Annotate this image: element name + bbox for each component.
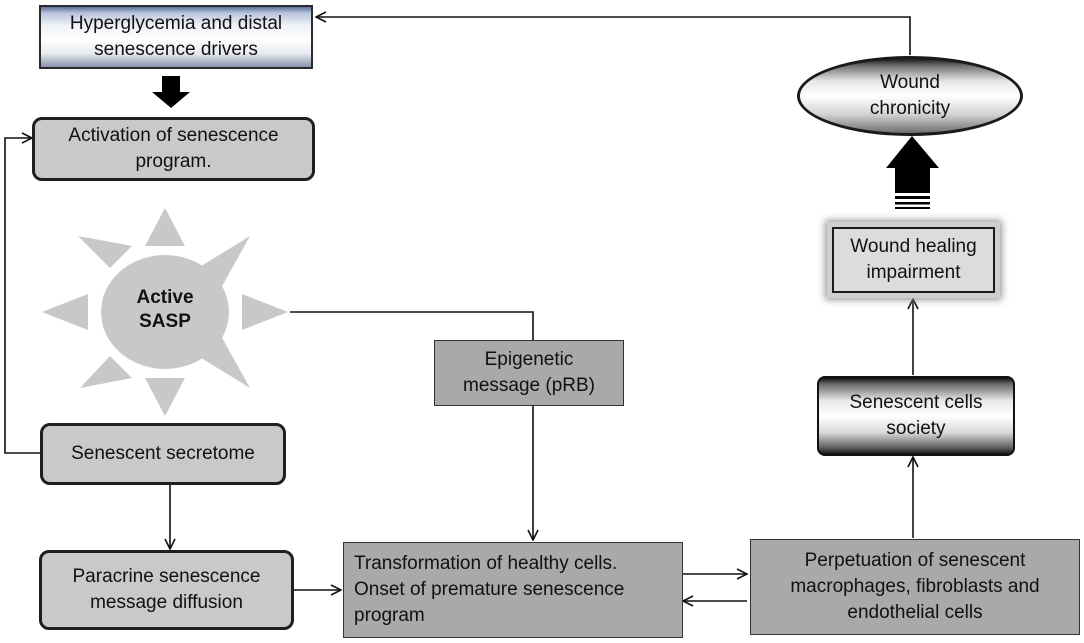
node-active-sasp: Active SASP [110,286,220,334]
node-transformation-line2: Onset of premature senescence [354,579,625,600]
node-epigenetic-line2: message (pRB) [463,375,595,396]
node-activation-line2: program. [135,151,212,172]
node-activation: Activation of senescence program. [32,117,315,181]
node-senescent-secretome: Senescent secretome [40,423,286,485]
node-perpetuation-line2: macrophages, fibroblasts and [790,576,1040,597]
edge-chronicity-to-hyperglycemia [316,17,911,55]
node-active-sasp-line2: SASP [139,311,191,332]
edge-sasp-to-epigenetic [290,311,534,340]
node-chronicity-line1: Wound [880,72,940,93]
node-epigenetic-line1: Epigenetic [484,349,574,370]
node-paracrine: Paracrine senescence message diffusion [39,550,294,630]
node-society-line2: society [886,418,946,439]
thick-arrow-down [152,76,190,108]
edge-secretome-to-activation [4,138,40,454]
node-transformation: Transformation of healthy cells. Onset o… [343,542,683,638]
node-wound-healing-impairment: Wound healing impairment [832,227,995,293]
node-hyperglycemia-line1: Hyperglycemia and distal [69,13,283,34]
node-hyperglycemia: Hyperglycemia and distal senescence driv… [39,5,313,69]
node-perpetuation: Perpetuation of senescent macrophages, f… [750,539,1080,635]
sun-core [101,255,229,369]
node-active-sasp-line1: Active [136,287,194,308]
node-wound-chronicity: Wound chronicity [797,56,1023,136]
node-chronicity-line2: chronicity [869,98,951,119]
node-transformation-line1: Transformation of healthy cells. [354,553,618,574]
node-senescent-secretome-line1: Senescent secretome [71,443,255,464]
node-society-line1: Senescent cells [849,392,983,413]
node-impairment-line1: Wound healing [850,236,977,257]
node-perpetuation-line1: Perpetuation of senescent [804,550,1026,571]
node-epigenetic: Epigenetic message (pRB) [434,340,624,406]
node-hyperglycemia-line2: senescence drivers [94,39,258,60]
node-paracrine-line2: message diffusion [90,592,243,613]
node-impairment-line2: impairment [866,262,961,283]
node-senescent-cells-society: Senescent cells society [817,376,1015,456]
thick-arrow-up [886,136,939,209]
node-paracrine-line1: Paracrine senescence [72,566,261,587]
sun-rays [42,208,288,416]
node-perpetuation-line3: endothelial cells [847,602,983,623]
node-activation-line1: Activation of senescence [68,125,279,146]
node-transformation-line3: program [354,605,425,626]
